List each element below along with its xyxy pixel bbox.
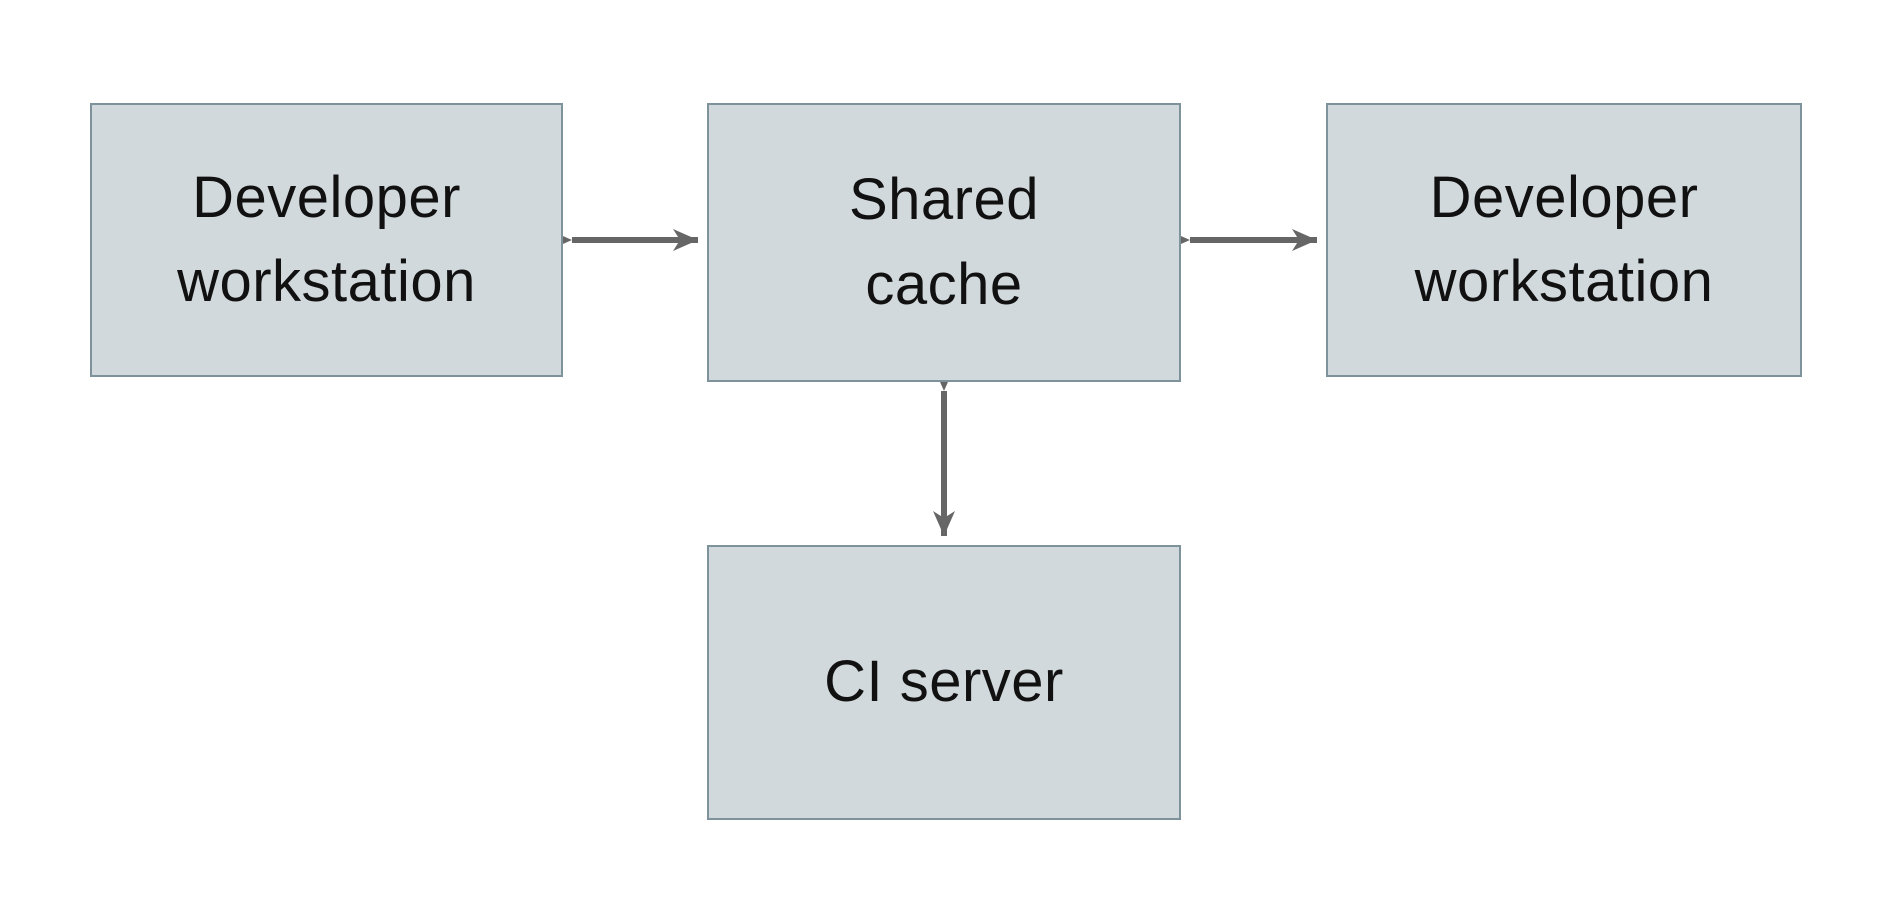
node-ci-server: CI server bbox=[707, 545, 1181, 820]
node-label: Developer workstation bbox=[177, 164, 476, 314]
node-shared-cache: Shared cache bbox=[707, 103, 1181, 382]
node-developer-workstation-right: Developer workstation bbox=[1326, 103, 1802, 377]
node-developer-workstation-left: Developer workstation bbox=[90, 103, 563, 377]
node-label: Shared cache bbox=[848, 167, 1040, 317]
node-label: Developer workstation bbox=[1414, 164, 1714, 314]
node-label: CI server bbox=[824, 649, 1064, 715]
